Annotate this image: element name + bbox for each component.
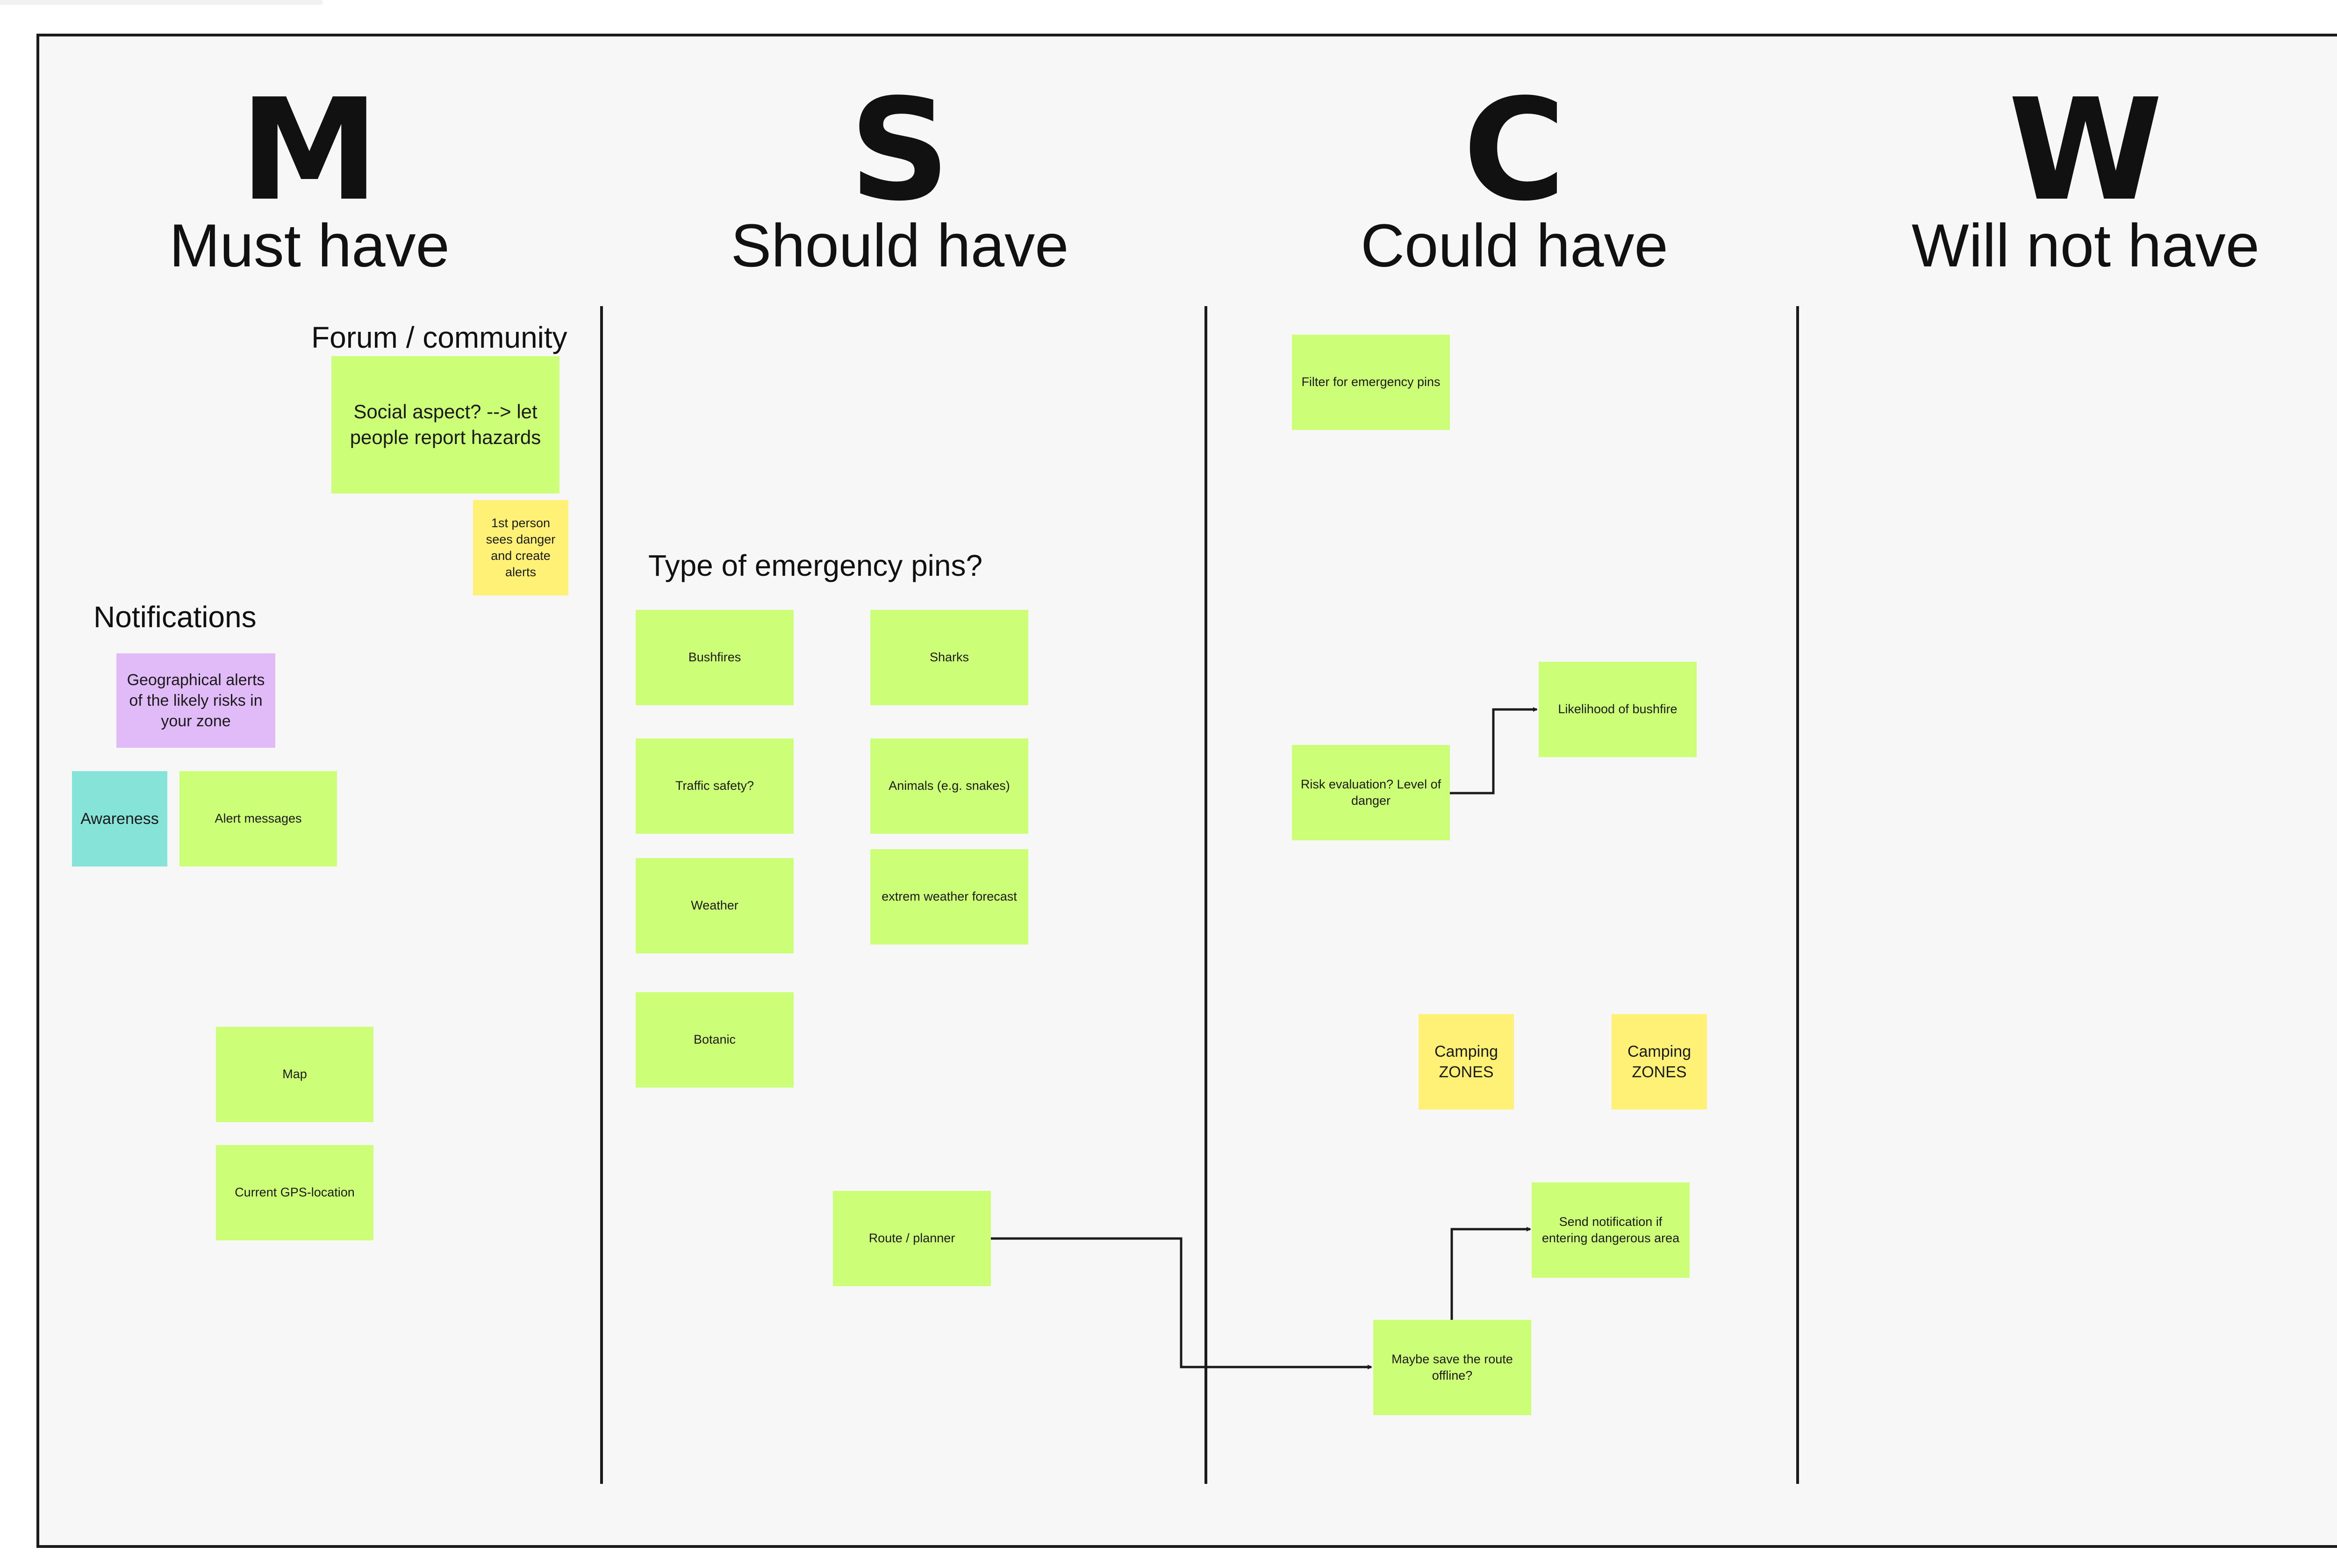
column-label-will-not: Will not have xyxy=(1911,211,2260,279)
column-letter-should: S xyxy=(849,69,951,232)
sticky-note-bushfires[interactable]: Bushfires xyxy=(636,610,794,705)
sticky-note-send-notification[interactable]: Send notification if entering dangerous … xyxy=(1532,1182,1690,1278)
heading-notifications: Notifications xyxy=(93,600,257,634)
sticky-note-awareness[interactable]: Awareness xyxy=(72,771,167,866)
sticky-note-map[interactable]: Map xyxy=(216,1027,373,1122)
sticky-note-camping-zones-2[interactable]: Camping ZONES xyxy=(1612,1014,1707,1110)
top-strip xyxy=(0,0,323,5)
sticky-note-geographical-alerts[interactable]: Geographical alerts of the likely risks … xyxy=(116,653,275,748)
sticky-note-gps-location[interactable]: Current GPS-location xyxy=(216,1145,373,1240)
sticky-note-alert-messages[interactable]: Alert messages xyxy=(179,771,337,866)
column-label-must: Must have xyxy=(169,211,450,279)
column-letter-will-not: W xyxy=(2008,69,2163,232)
column-label-should: Should have xyxy=(731,211,1069,279)
sticky-note-likelihood-bushfire[interactable]: Likelihood of bushfire xyxy=(1539,662,1697,757)
column-divider-3 xyxy=(1796,306,1799,1484)
sticky-note-filter-emergency-pins[interactable]: Filter for emergency pins xyxy=(1292,335,1450,430)
sticky-note-save-route-offline[interactable]: Maybe save the route offline? xyxy=(1373,1320,1531,1415)
sticky-note-route-planner[interactable]: Route / planner xyxy=(833,1191,991,1286)
sticky-note-camping-zones-1[interactable]: Camping ZONES xyxy=(1419,1014,1514,1110)
sticky-note-first-person[interactable]: 1st person sees danger and create alerts xyxy=(473,500,568,595)
sticky-note-sharks[interactable]: Sharks xyxy=(870,610,1028,705)
heading-forum-community: Forum / community xyxy=(311,321,567,354)
sticky-note-social-aspect[interactable]: Social aspect? --> let people report haz… xyxy=(331,356,559,494)
sticky-note-animals[interactable]: Animals (e.g. snakes) xyxy=(870,738,1028,834)
column-letter-must: M xyxy=(239,69,380,232)
connector-route-to-save xyxy=(991,1237,1372,1369)
connector-risk-to-likelihood xyxy=(1450,707,1538,795)
heading-emergency-pins: Type of emergency pins? xyxy=(648,549,983,582)
column-divider-2 xyxy=(1204,306,1207,1484)
column-letter-could: C xyxy=(1462,69,1566,232)
connector-save-to-send xyxy=(1450,1227,1531,1320)
column-divider-1 xyxy=(600,306,603,1484)
moscow-board xyxy=(36,34,2337,1548)
sticky-note-botanic[interactable]: Botanic xyxy=(636,992,794,1088)
sticky-note-risk-evaluation[interactable]: Risk evaluation? Level of danger xyxy=(1292,745,1450,840)
sticky-note-weather[interactable]: Weather xyxy=(636,858,794,953)
sticky-note-traffic-safety[interactable]: Traffic safety? xyxy=(636,738,794,834)
sticky-note-extreme-weather[interactable]: extrem weather forecast xyxy=(870,849,1028,945)
column-label-could: Could have xyxy=(1361,211,1668,279)
